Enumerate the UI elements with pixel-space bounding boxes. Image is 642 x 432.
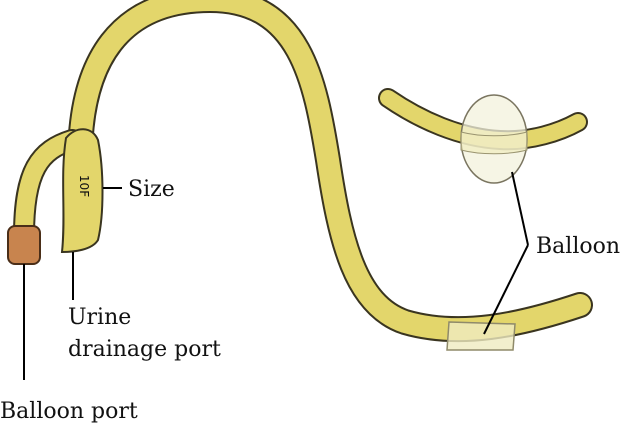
size-label: Size (128, 177, 175, 202)
size-marking: 10F (77, 175, 91, 197)
balloon-band (461, 132, 527, 154)
urine-drainage-port-label-line1: Urine (68, 305, 131, 330)
balloon-label: Balloon (536, 234, 620, 259)
urine-drainage-port-label-line2: drainage port (68, 337, 221, 362)
balloon-leader-upper (512, 172, 528, 245)
deflated-balloon (447, 322, 515, 350)
balloon-port-tip (8, 226, 40, 264)
balloon-port-label: Balloon port (0, 399, 138, 424)
